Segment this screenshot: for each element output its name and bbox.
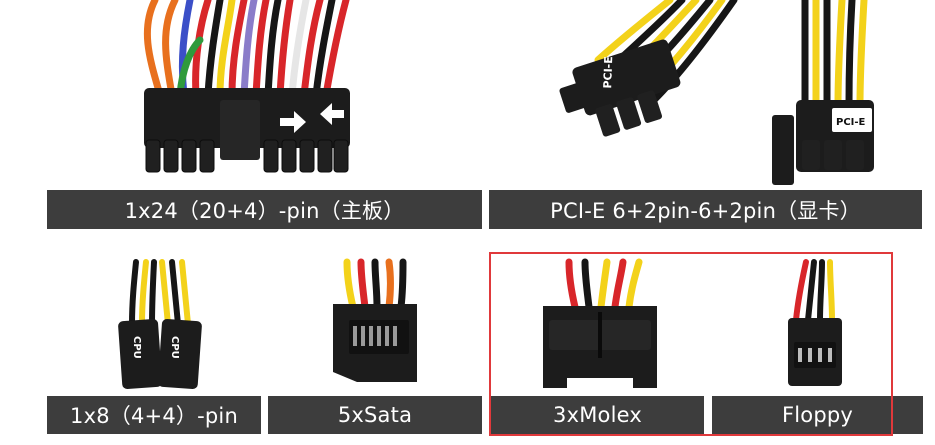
sata-label: 5xSata bbox=[268, 396, 482, 434]
molex-label: 3xMolex bbox=[491, 396, 704, 434]
cpu8-connector-photo: CPU CPU bbox=[118, 259, 202, 389]
sata-connector-photo bbox=[333, 258, 417, 382]
pcie-right-mark: PCI-E bbox=[836, 117, 866, 128]
atx24-label: 1x24（20+4）-pin（主板） bbox=[47, 190, 482, 229]
pcie-connector-photo: PCI-E PCI-E bbox=[559, 0, 874, 185]
floppy-connector-photo bbox=[788, 259, 842, 386]
cpu-right-mark: CPU bbox=[169, 336, 180, 359]
floppy-label: Floppy bbox=[712, 396, 923, 434]
cpu8-label: 1x8（4+4）-pin bbox=[47, 396, 261, 434]
pcie-label: PCI-E 6+2pin-6+2pin（显卡） bbox=[489, 190, 922, 229]
pcie-left-mark: PCI-E bbox=[601, 56, 615, 89]
atx24-connector-photo bbox=[143, 0, 350, 173]
molex-connector-photo bbox=[543, 258, 657, 388]
cpu-left-mark: CPU bbox=[131, 336, 142, 359]
